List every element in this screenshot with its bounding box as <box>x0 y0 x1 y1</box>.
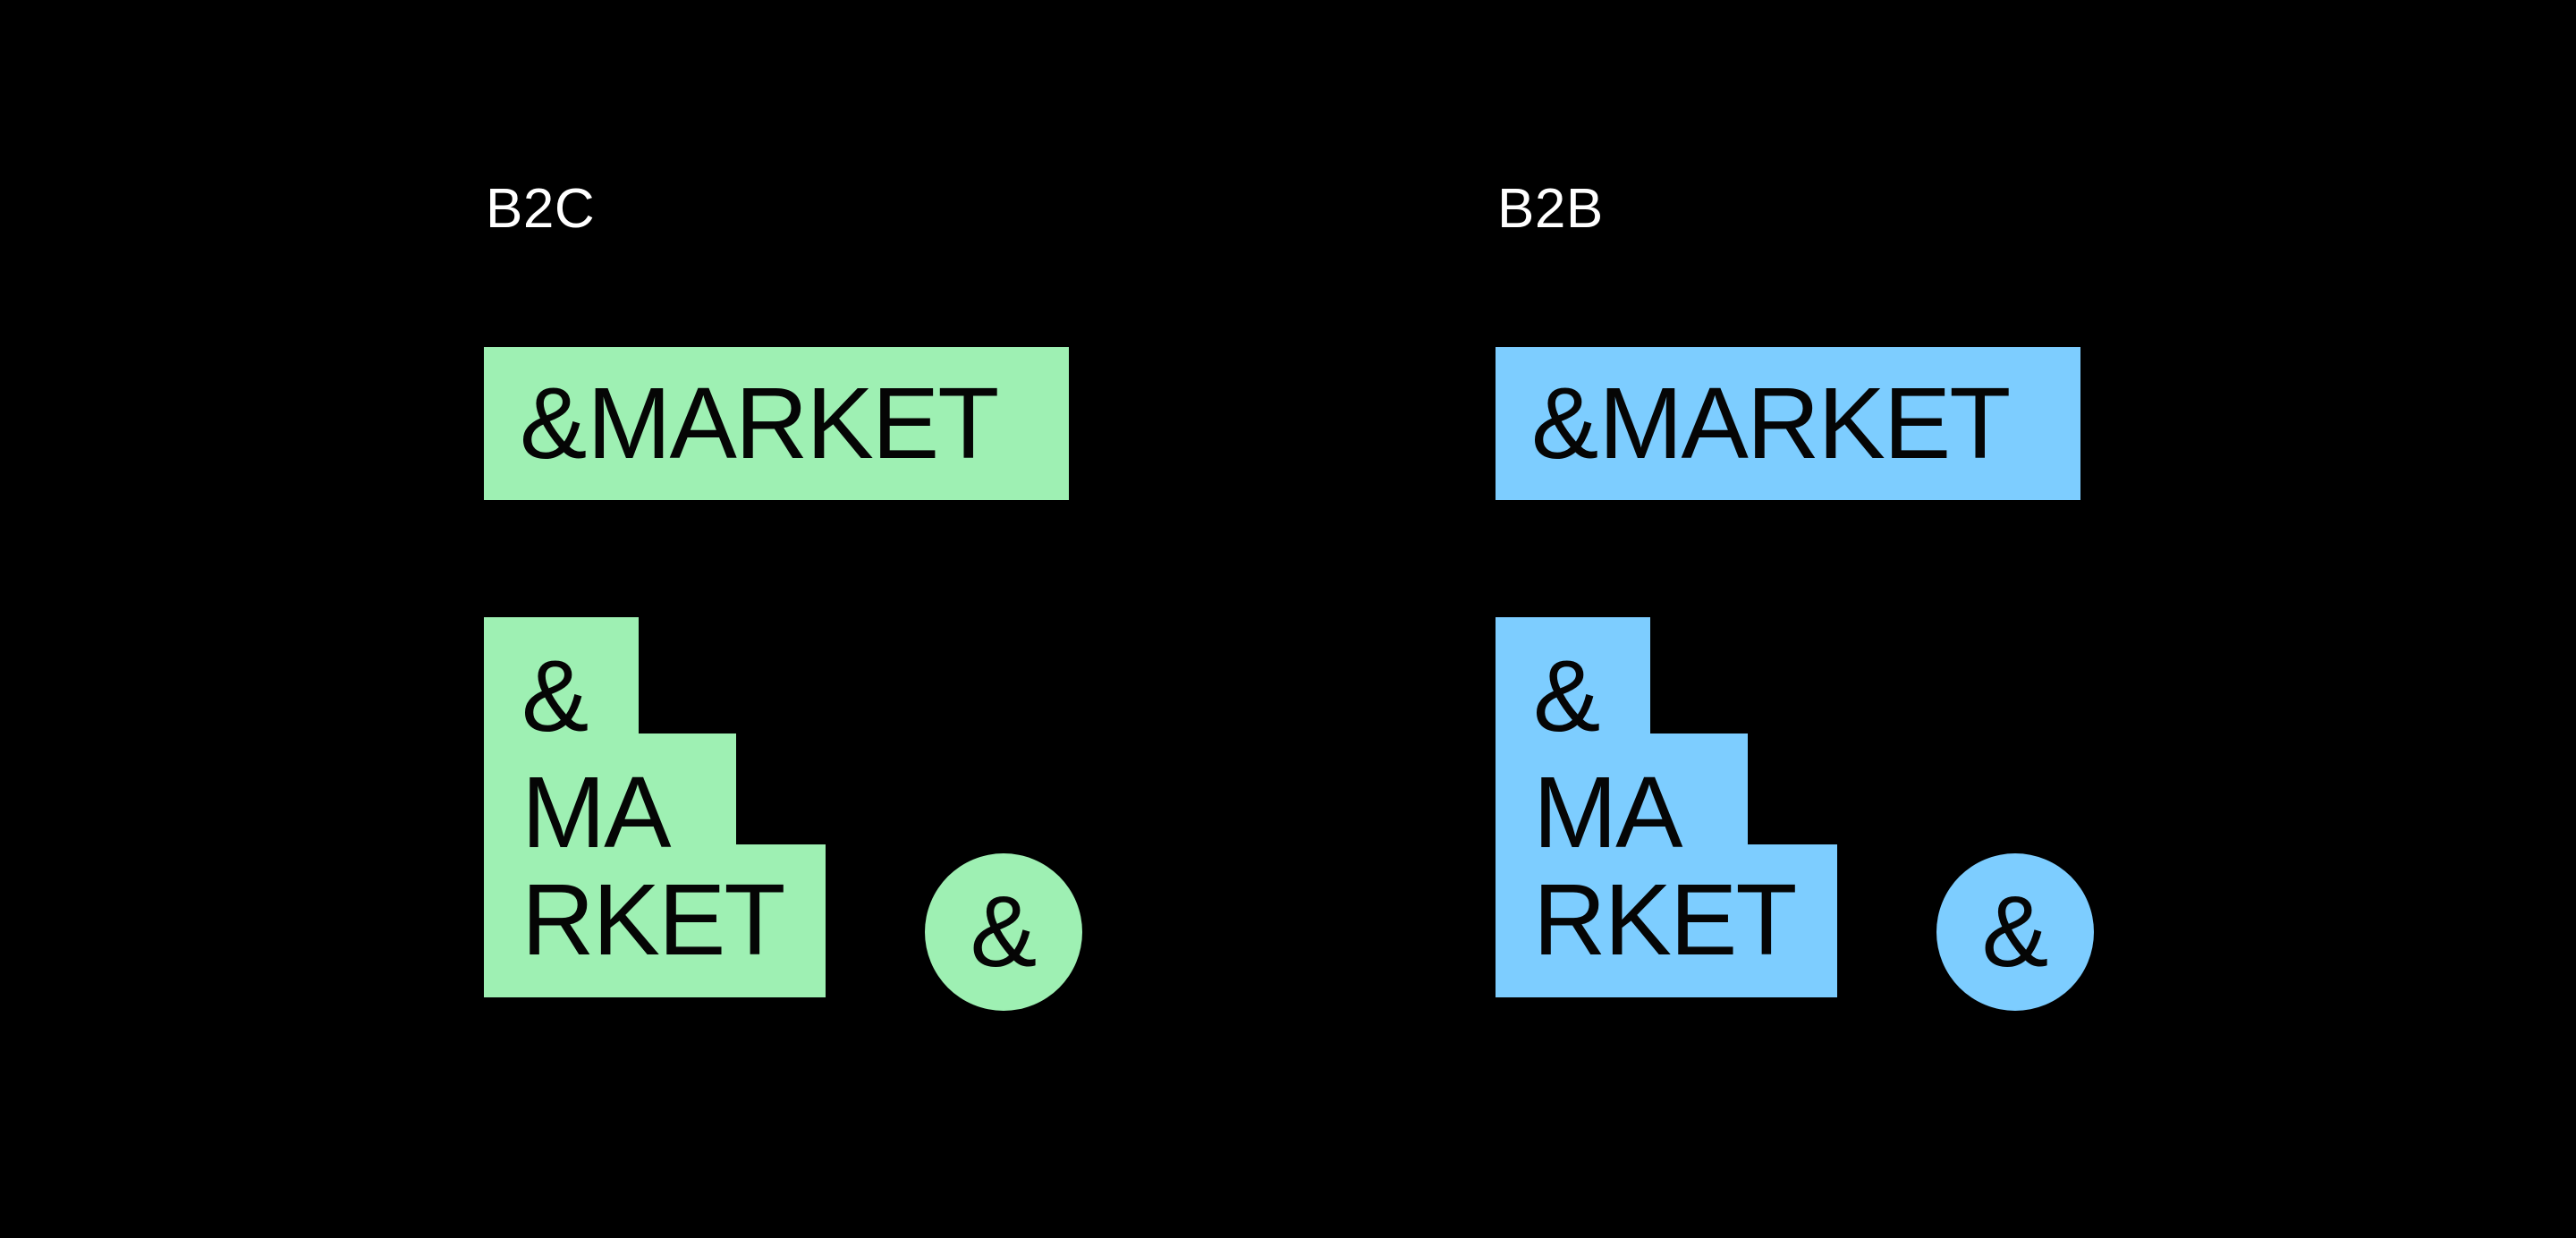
b2b-label: B2B <box>1497 178 1604 240</box>
stacked-line-2: MA <box>521 756 671 869</box>
logo-wordmark-text: MARKET <box>587 367 999 479</box>
b2b-stacked-logo: & MA RKET <box>1496 617 1837 997</box>
stacked-line-2: MA <box>1533 756 1682 869</box>
b2c-horizontal-logo: &MARKET <box>484 347 1069 500</box>
stacked-block-bottom <box>484 844 826 997</box>
stacked-line-1: & <box>521 640 589 752</box>
b2b-horizontal-logo: &MARKET <box>1496 347 2080 500</box>
b2c-circle-logo: & <box>925 853 1082 1011</box>
b2c-stacked-logo: & MA RKET <box>484 617 826 997</box>
logo-ampersand: & <box>1531 367 1598 479</box>
b2b-circle-logo: & <box>1936 853 2094 1011</box>
stacked-block-bottom <box>1496 844 1837 997</box>
logo-wordmark-text: MARKET <box>1598 367 2011 479</box>
stacked-line-1: & <box>1533 640 1600 752</box>
stacked-line-3: RKET <box>1533 863 1797 976</box>
b2c-label: B2C <box>486 178 596 240</box>
stacked-line-3: RKET <box>521 863 785 976</box>
logo-ampersand: & <box>520 367 587 479</box>
